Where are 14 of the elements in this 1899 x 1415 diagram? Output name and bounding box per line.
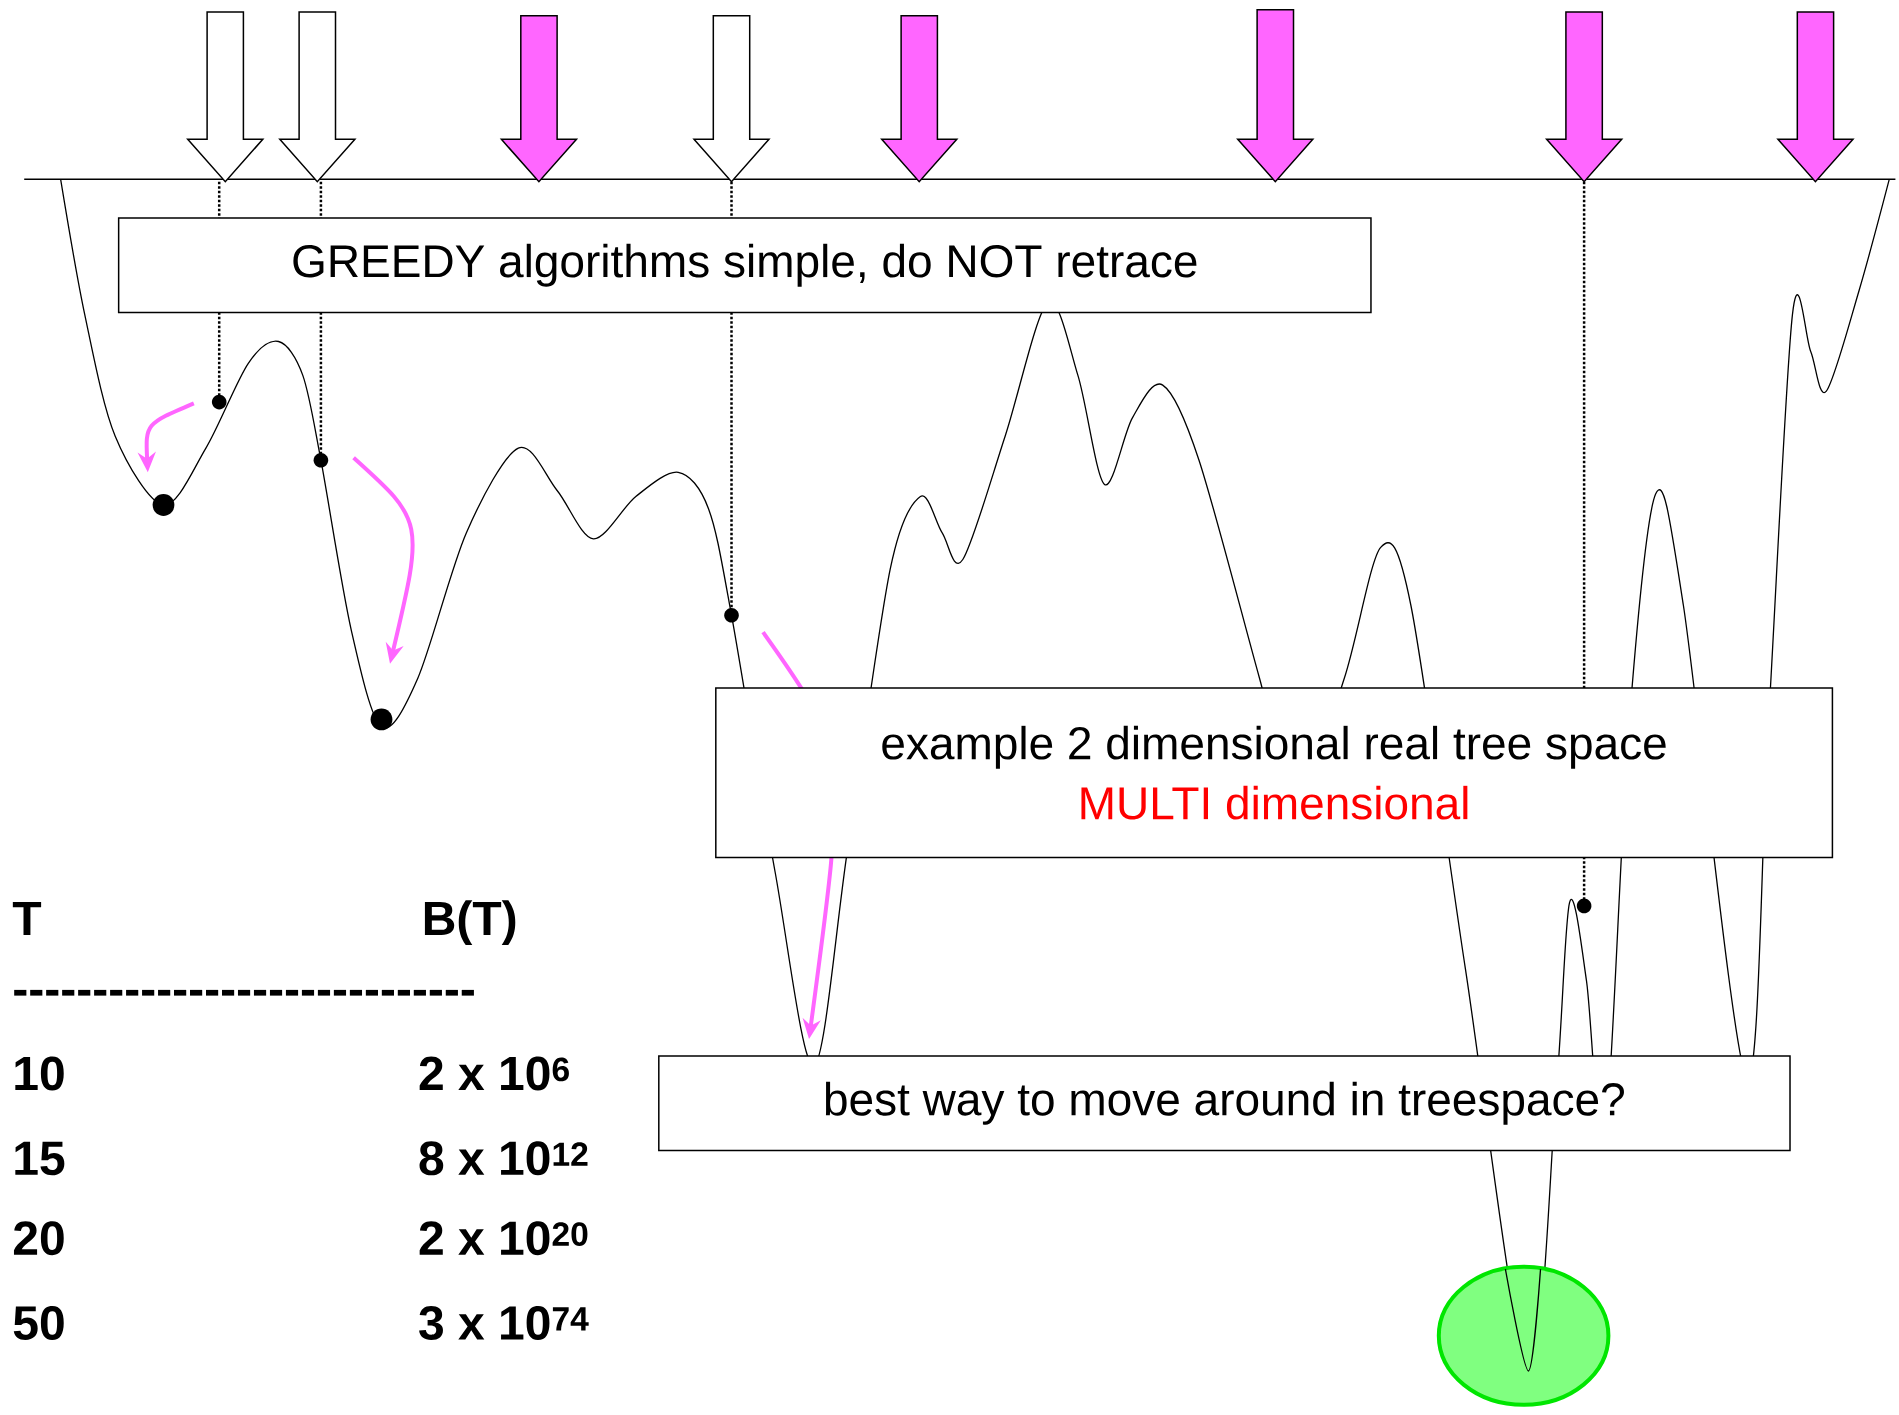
table-value: 2 x 10$^{20}$	[419, 1221, 588, 1256]
text-box: best way to move around in treespace?	[658, 1055, 1791, 1152]
text-box: GREEDY algorithms simple, do NOT retrace	[117, 217, 1372, 314]
column-header: B(T)	[424, 900, 516, 945]
table-value: 20	[13, 1221, 64, 1256]
table-value: 50	[13, 1306, 64, 1340]
table-value: 10	[15, 1056, 64, 1091]
table-value: 3 x 10$^{74}$	[419, 1306, 589, 1341]
text-box: example 2 dimensional real tree space MULTI dimensional	[715, 687, 1834, 859]
table-value: 2 x 10$^{6}$	[419, 1056, 569, 1091]
dashed-separator: -----------------------------	[14, 989, 474, 996]
column-header: T	[12, 901, 42, 935]
table-value: 15	[15, 1141, 65, 1176]
table-value: 8 x 10$^{12}$	[419, 1141, 588, 1176]
